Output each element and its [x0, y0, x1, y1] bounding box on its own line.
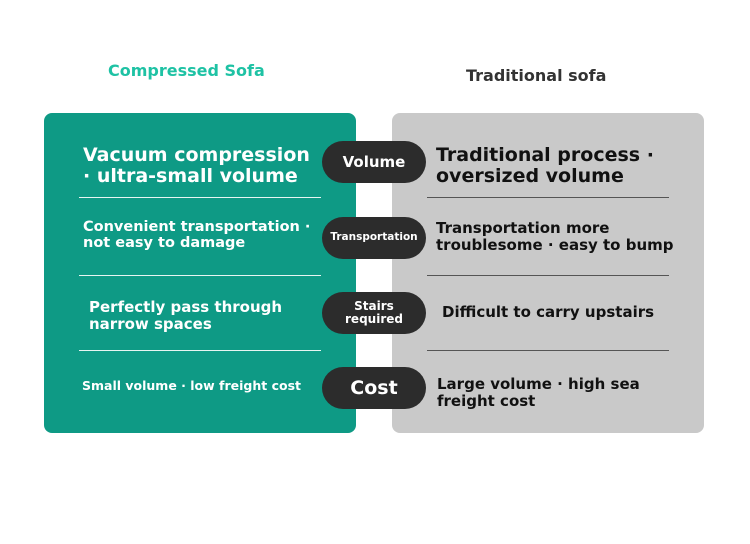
row-divider: [79, 197, 321, 198]
stairs-compressed-text: Perfectly pass through narrow spaces: [89, 298, 283, 333]
cost-compressed-text: Small volume · low freight cost: [82, 378, 301, 393]
traditional-sofa-panel: [392, 113, 704, 433]
row-divider: [79, 275, 321, 276]
transportation-label-pill: Transportation: [322, 217, 426, 259]
stairs-traditional-text: Difficult to carry upstairs: [442, 303, 655, 321]
row-divider: [79, 350, 321, 351]
volume-compressed-text: Vacuum compression · ultra-small volume: [83, 144, 310, 188]
cost-traditional-text: Large volume · high sea freight cost: [437, 375, 640, 410]
transportation-traditional-text: Transportation more troublesome · easy t…: [436, 219, 674, 254]
compressed-sofa-heading: Compressed Sofa: [108, 61, 265, 80]
row-divider: [427, 197, 669, 198]
cost-label-pill: Cost: [322, 367, 426, 409]
volume-label-pill: Volume: [322, 141, 426, 183]
volume-traditional-text: Traditional process · oversized volume: [436, 144, 654, 188]
stairs-label-pill: Stairs required: [322, 292, 426, 334]
transportation-compressed-text: Convenient transportation · not easy to …: [83, 219, 311, 252]
row-divider: [427, 350, 669, 351]
traditional-sofa-heading: Traditional sofa: [466, 66, 607, 85]
row-divider: [427, 275, 669, 276]
compressed-sofa-panel: [44, 113, 356, 433]
